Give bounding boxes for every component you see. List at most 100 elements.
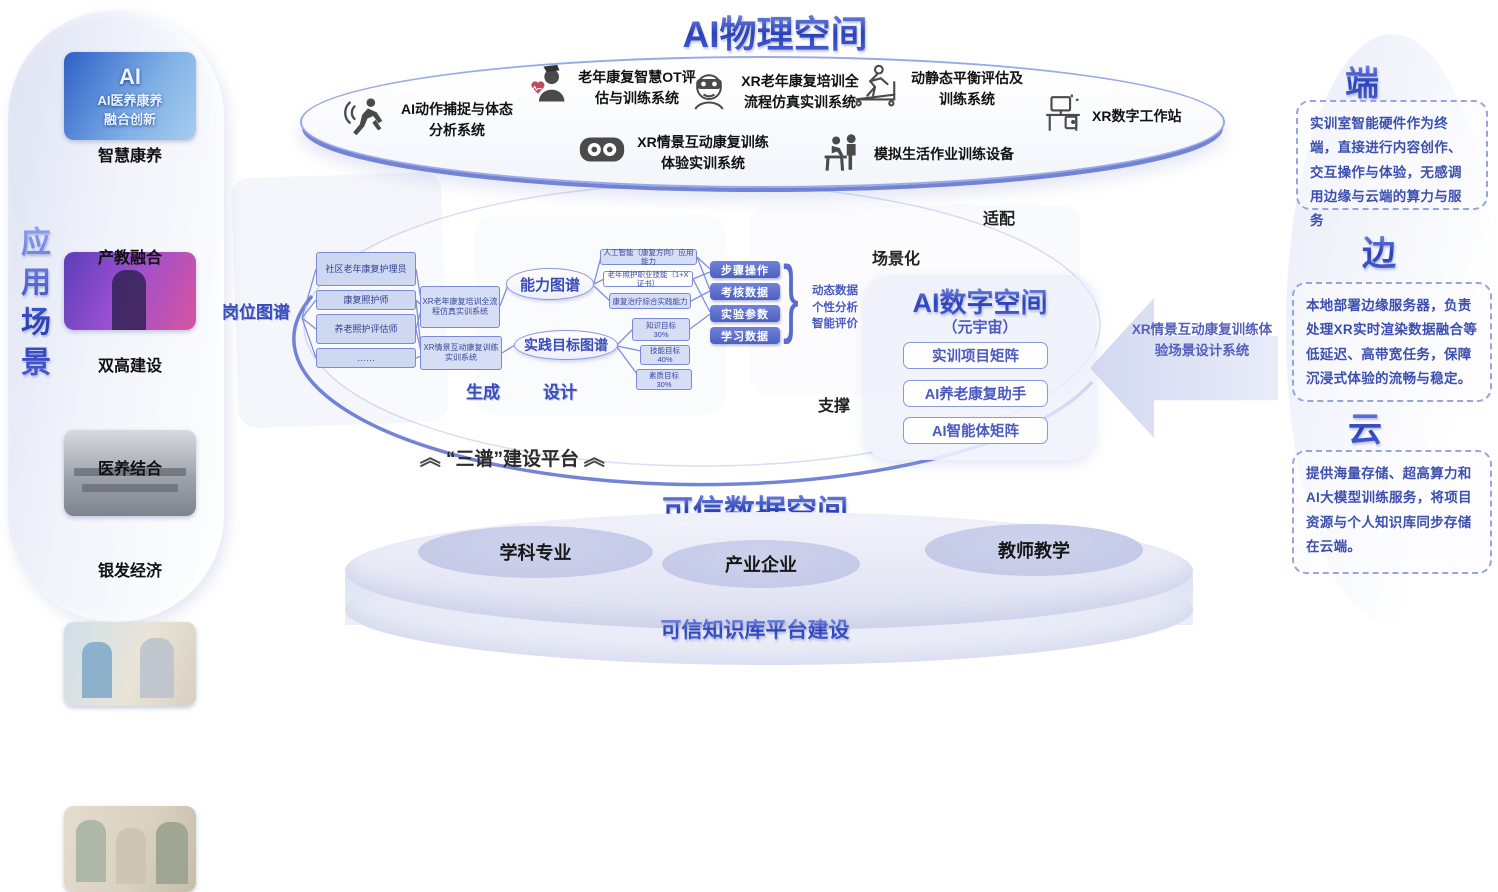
xr-design-label: XR情景互动康复训练体验场景设计系统	[1131, 322, 1273, 358]
design-label: 设计	[543, 383, 577, 402]
data-pill: 实验参数	[710, 305, 780, 322]
practice-goal-box: 知识目标 30%	[632, 318, 690, 341]
chevron-up-icon: 《	[417, 446, 441, 468]
outcome-line: 动态数据	[812, 285, 858, 297]
scene-photo-classroom	[64, 430, 196, 516]
physical-space-item: XR老年康复培训全流程仿真实训系统	[688, 66, 864, 117]
physical-space-item-label: XR老年康复培训全流程仿真实训系统	[741, 73, 859, 110]
digital-space-subtitle: （元宇宙）	[942, 319, 1018, 336]
scene-label: 医养结合	[97, 461, 162, 478]
data-ellipse-industry: 产业企业	[662, 540, 860, 588]
diagram-canvas: { "colors": { "accent_blue": "#3347bd", …	[8, 4, 1498, 892]
photo-detail	[74, 468, 186, 476]
ability-box: 人工智能（康复方向）应用能力	[600, 248, 697, 266]
vr-goggles-icon	[576, 130, 628, 175]
scene-photo-smart-care: AI AI医养康养 融合创新	[64, 52, 196, 140]
photo-line: 融合创新	[103, 112, 156, 127]
outcome-line: 智能评价	[812, 318, 858, 331]
physical-space-item-label: XR数字工作站	[1092, 108, 1182, 125]
ai-agent-matrix-button: AI智能体矩阵	[903, 417, 1048, 444]
edge-section-title: 边	[1362, 226, 1396, 275]
physical-space-item: AI动作捕捉与体态分析系统	[344, 94, 518, 145]
physical-space-item-label: AI动作捕捉与体态分析系统	[401, 101, 513, 138]
scene-label: 双高建设	[97, 358, 162, 375]
sidebar-title: 应用场景	[10, 226, 54, 406]
physical-space-item-label: 模拟生活作业训练设备	[874, 146, 1014, 163]
terminal-section-title: 端	[1345, 56, 1379, 105]
physical-space-ellipse	[300, 56, 1225, 188]
photo-title: AI	[119, 64, 141, 89]
position-box: 养老照护评估师	[316, 314, 416, 344]
platform-text: “三谱”建设平台	[446, 448, 580, 470]
scene-photo-medical-care	[64, 622, 196, 706]
position-box: 社区老年康复护理员	[316, 252, 416, 286]
data-pill: 学习数据	[710, 327, 780, 344]
life-training-icon	[822, 130, 868, 179]
data-ellipse-discipline: 学科专业	[418, 526, 653, 578]
training-project-matrix-button: 实训项目矩阵	[903, 342, 1048, 369]
xr-design-arrow	[1090, 298, 1278, 438]
support-label: 支撑	[818, 398, 851, 415]
photo-figure	[112, 270, 146, 330]
position-box: ……	[316, 348, 416, 368]
chevron-up-icon: 《	[581, 446, 605, 468]
ot-assessment-icon	[526, 62, 570, 113]
photo-figure	[82, 642, 112, 698]
scene-label: 产教融合	[97, 250, 162, 267]
system-box: XR情景互动康复训练实训系统	[420, 336, 502, 370]
practice-goal-box: 素质目标 30%	[636, 369, 692, 390]
data-ellipse-teaching: 教师教学	[925, 524, 1143, 576]
practice-map-ellipse: 实践目标图谱	[514, 330, 618, 360]
scene-label: 银发经济	[97, 563, 162, 580]
edge-section-desc: 本地部署边缘服务器，负责处理XR实时渲染数据融合等低延迟、高带宽任务，保障沉浸式…	[1292, 282, 1492, 402]
cloud-section-desc: 提供海量存储、超高算力和AI大模型训练服务，将项目资源与个人知识库同步存储在云端…	[1292, 450, 1492, 574]
photo-line: AI医养康养	[97, 93, 163, 108]
cloud-section-title: 云	[1348, 402, 1382, 451]
physical-space-title: AI物理空间	[650, 4, 900, 58]
ability-box: 老年照护职业技能（1+X证书）	[603, 270, 693, 288]
goal-label: 素质目标	[649, 370, 679, 380]
goal-value: 30%	[656, 379, 672, 389]
physical-space-item: 动静态平衡评估及训练系统	[850, 62, 1028, 115]
physical-space-item: XR数字工作站	[1040, 92, 1181, 141]
physical-space-item: XR情景互动康复训练体验实训系统	[576, 130, 772, 175]
ability-box: 康复治疗综合实践能力	[609, 293, 691, 309]
physical-space-item-label: XR情景互动康复训练体验实训系统	[637, 134, 769, 171]
photo-figure	[76, 820, 106, 882]
digital-space-title: AI数字空间	[880, 281, 1080, 320]
scene-photo-silver-economy	[64, 806, 196, 892]
generate-label: 生成	[466, 383, 500, 402]
photo-figure	[116, 828, 146, 884]
practice-goal-box: 技能目标 40%	[640, 345, 690, 365]
goal-value: 30%	[653, 329, 669, 339]
physical-space-item-label: 动静态平衡评估及训练系统	[911, 70, 1023, 107]
adapt-label: 适配	[983, 211, 1016, 228]
system-box: XR老年康复培训全流程仿真实训系统	[420, 286, 500, 328]
scenario-label: 场景化	[872, 251, 921, 268]
ability-map-ellipse: 能力图谱	[506, 268, 594, 300]
physical-space-item-label: 老年康复智慧OT评估与训练系统	[578, 69, 696, 106]
brace-glyph: }	[783, 249, 799, 345]
photo-figure	[140, 638, 174, 698]
goal-label: 知识目标	[646, 320, 676, 330]
motion-capture-icon	[344, 94, 390, 145]
outcome-text: 动态数据 个性分析 智能评价	[812, 283, 876, 333]
outcome-line: 个性分析	[812, 301, 858, 314]
ai-rehab-assistant-button: AI养老康复助手	[903, 380, 1048, 407]
physical-space-item: 模拟生活作业训练设备	[822, 130, 1014, 179]
data-pill: 考核数据	[710, 283, 780, 300]
goal-value: 40%	[657, 355, 673, 364]
balance-treadmill-icon	[850, 62, 900, 115]
scene-photo-industry-education	[64, 252, 196, 330]
position-box: 康复照护师	[316, 290, 416, 310]
knowledge-base-label: 可信知识库平台建设	[640, 614, 870, 644]
data-pill: 步骤操作	[710, 261, 780, 278]
photo-detail	[82, 484, 178, 492]
terminal-section-desc: 实训室智能硬件作为终端，直接进行内容创作、交互操作与体验，无感调用边缘与云端的算…	[1296, 100, 1488, 228]
spectrum-platform-label: 《 “三谱”建设平台 《	[418, 442, 605, 472]
scene-label: 智慧康养	[97, 148, 162, 165]
physical-space-item: 老年康复智慧OT评估与训练系统	[526, 62, 698, 113]
xr-simulation-icon	[688, 66, 730, 117]
photo-figure	[156, 822, 188, 884]
goal-label: 技能目标	[650, 346, 680, 355]
